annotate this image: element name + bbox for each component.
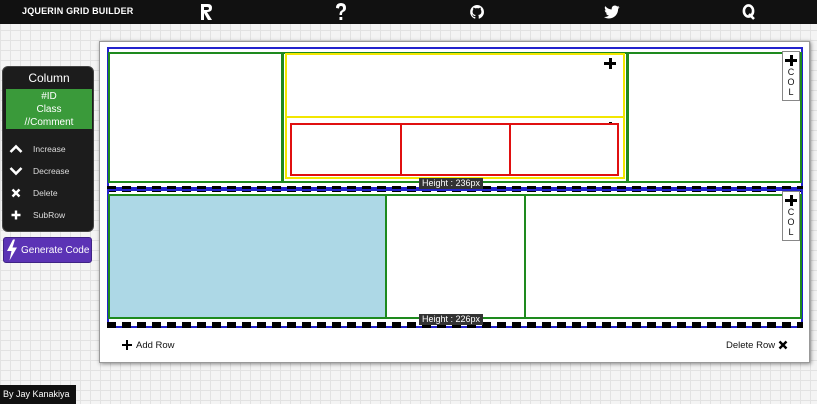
subrow-label: SubRow (33, 210, 66, 220)
comment-field[interactable]: //Comment (24, 117, 74, 128)
delete-row-label: Delete Row (726, 339, 776, 351)
close-icon (7, 184, 25, 202)
twitter-icon[interactable] (603, 2, 621, 22)
quora-icon[interactable] (741, 2, 757, 22)
panel-title: Column (28, 71, 70, 85)
class-field[interactable]: Class (36, 104, 62, 115)
r-logo-icon[interactable] (198, 2, 214, 22)
column-panel: Column #ID Class //Comment Increase Decr… (2, 66, 94, 232)
sub-column[interactable] (509, 123, 619, 176)
chevron-down-icon (7, 162, 25, 180)
increase-label: Increase (33, 144, 66, 154)
grid-column[interactable] (108, 52, 283, 183)
chevron-up-icon (7, 140, 25, 158)
row-height-label: Height : 236px (419, 178, 484, 189)
increase-button[interactable]: Increase (7, 140, 93, 158)
add-row-button[interactable]: Add Row (122, 338, 175, 352)
col-button-label: C O L (787, 207, 795, 237)
subrow-button[interactable]: SubRow (7, 206, 93, 224)
sub-column[interactable] (290, 123, 402, 176)
column-attributes: #ID Class //Comment (6, 89, 92, 129)
help-icon[interactable] (333, 2, 349, 22)
row-resize-handle[interactable] (107, 322, 803, 328)
app-title: JQUERIN GRID BUILDER (22, 6, 134, 16)
plus-icon (122, 340, 132, 350)
decrease-button[interactable]: Decrease (7, 162, 93, 180)
col-button-label: C O L (787, 67, 795, 97)
grid-column[interactable] (385, 194, 526, 319)
plus-icon (785, 194, 797, 206)
author-credit: By Jay Kanakiya (0, 385, 76, 404)
grid-column-selected[interactable] (108, 194, 387, 319)
add-col-button[interactable]: C O L (782, 191, 800, 241)
sub-column[interactable] (400, 123, 511, 176)
generate-code-label: Generate Code (21, 244, 90, 256)
top-bar: JQUERIN GRID BUILDER (0, 0, 817, 24)
lightning-icon (6, 239, 20, 261)
plus-icon (785, 54, 797, 66)
close-icon (778, 340, 788, 350)
delete-label: Delete (33, 188, 58, 198)
grid-column[interactable] (627, 52, 802, 183)
github-icon[interactable] (468, 2, 486, 22)
add-column-icon[interactable] (604, 57, 616, 69)
delete-row-button[interactable]: Delete Row (726, 338, 788, 352)
grid-column[interactable] (524, 194, 802, 319)
sub-row[interactable] (285, 53, 625, 118)
add-row-label: Add Row (136, 339, 175, 351)
delete-button[interactable]: Delete (7, 184, 93, 202)
generate-code-button[interactable]: Generate Code (3, 237, 92, 263)
plus-icon (7, 206, 25, 224)
id-field[interactable]: #ID (41, 91, 57, 102)
row-height-label: Height : 226px (419, 314, 484, 325)
add-col-button[interactable]: C O L (782, 51, 800, 101)
decrease-label: Decrease (33, 166, 70, 176)
